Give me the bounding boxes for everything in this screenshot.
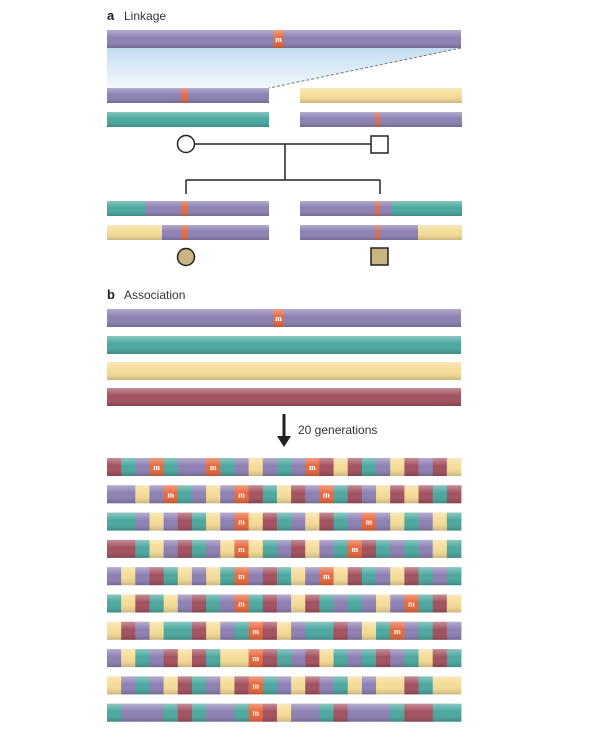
marker-label: m <box>252 654 259 663</box>
marker-label: m <box>252 681 259 690</box>
panel-b-letter: b <box>107 287 115 302</box>
recombinant-chromosome: m <box>107 649 462 668</box>
father-chromosome-1 <box>300 88 462 103</box>
marker-label: m <box>238 600 245 609</box>
marker-label: m <box>323 490 330 499</box>
panel-a-letter: a <box>107 8 115 23</box>
mother-chromosome-2 <box>107 112 269 127</box>
chromosome-shading <box>107 539 461 558</box>
chromosome-shading <box>107 621 461 640</box>
father-chromosome-2 <box>300 112 462 127</box>
generations-arrow <box>277 414 291 447</box>
zoom-projection <box>107 47 462 89</box>
marker-label: m <box>252 709 259 718</box>
generations-caption: 20 generations <box>298 423 377 437</box>
daughter-chromosome-2 <box>107 225 269 240</box>
chromosome-shading <box>107 594 461 613</box>
chromosome-shading <box>107 703 461 722</box>
son-chromosome-1 <box>300 201 462 216</box>
recombinant-chromosome: m <box>107 676 462 695</box>
marker-label: m <box>275 35 282 44</box>
chromosome-shading <box>107 649 461 668</box>
chromosome-shading <box>107 567 461 586</box>
founder-chromosome-purple: m <box>107 309 461 327</box>
marker-label: m <box>238 490 245 499</box>
chromosome-shading <box>107 512 461 531</box>
mother-chromosome-1 <box>107 88 269 103</box>
founder-chromosome-red <box>107 388 461 406</box>
marker-label: m <box>309 463 316 472</box>
chromosome-shading <box>107 458 461 476</box>
pedigree <box>176 134 389 194</box>
marker-label: m <box>153 463 160 472</box>
chromosome-shading <box>107 485 461 504</box>
daughter-chromosome-1 <box>107 201 269 216</box>
panel-b-title: Association <box>124 288 185 302</box>
ancestral-chromosome: m <box>107 30 461 48</box>
founder-chromosome-yellow <box>107 362 461 380</box>
marker-label: m <box>252 627 259 636</box>
marker-label: m <box>210 463 217 472</box>
affected-daughter-symbol <box>176 247 196 267</box>
marker-label: m <box>238 518 245 527</box>
recombinant-chromosome: m <box>107 703 462 722</box>
marker-label: m <box>408 600 415 609</box>
mother-symbol <box>176 134 196 154</box>
marker-label: m <box>351 545 358 554</box>
marker-label: m <box>167 490 174 499</box>
marker-label: m <box>275 314 282 323</box>
affected-son-symbol <box>370 247 389 266</box>
founder-chromosome-teal <box>107 336 461 354</box>
marker-label: m <box>238 572 245 581</box>
father-symbol <box>370 135 389 154</box>
marker-label: m <box>323 572 330 581</box>
son-chromosome-2 <box>300 225 462 240</box>
panel-a-title: Linkage <box>124 9 166 23</box>
marker-label: m <box>394 627 401 636</box>
marker-label: m <box>366 518 373 527</box>
marker-label: m <box>238 545 245 554</box>
chromosome-shading <box>107 676 461 695</box>
